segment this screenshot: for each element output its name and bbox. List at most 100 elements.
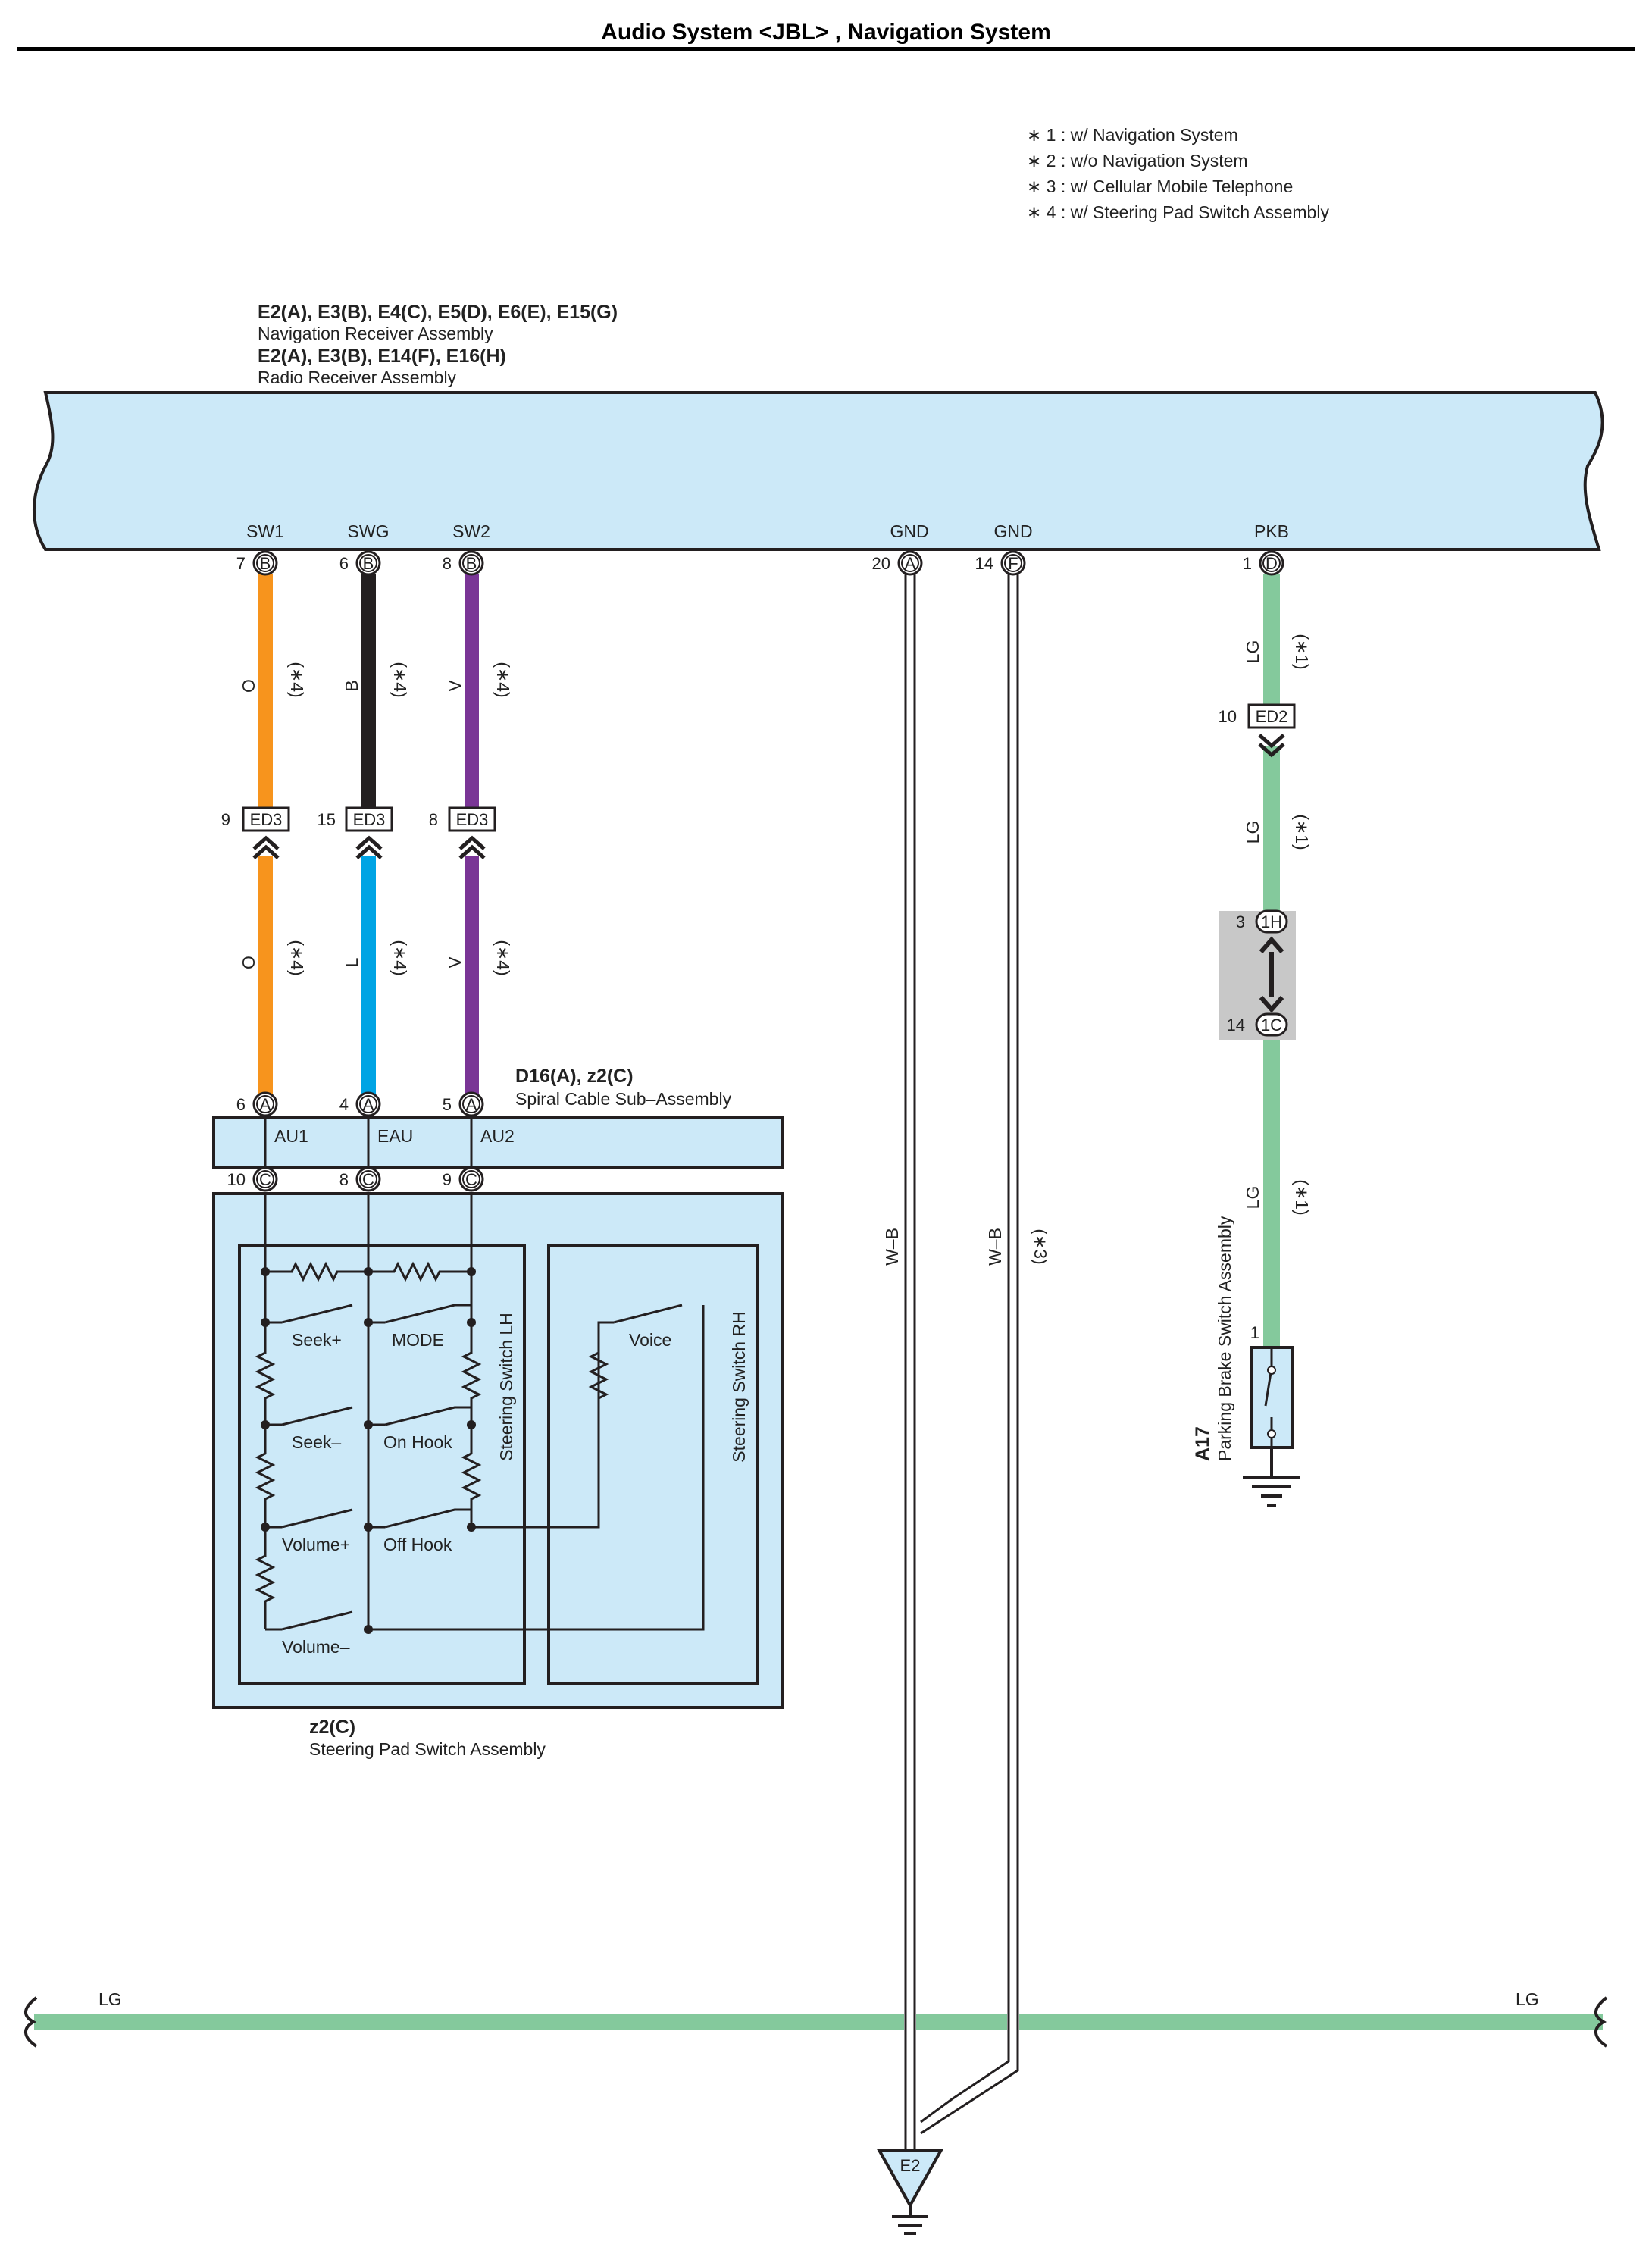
receiver-pin-pkb: D xyxy=(1259,550,1284,576)
spiral-top-pin-1-number: 6 xyxy=(236,1095,246,1114)
bus-break-right xyxy=(1594,1996,1608,2048)
spiral-bottom-pin-3-number: 9 xyxy=(443,1170,452,1189)
lg-bus-line xyxy=(34,2014,1603,2030)
ground-e2-label: E2 xyxy=(900,2156,921,2175)
receiver-pin-gnd-a-letter: A xyxy=(905,554,916,573)
wire-gnd-a xyxy=(904,574,916,2152)
receiver-pin-pkb-number: 1 xyxy=(1243,554,1252,573)
wire-sw2-lower xyxy=(465,856,479,1103)
junction-1c-pin: 14 xyxy=(1227,1016,1245,1034)
spiral-bottom-pin-1-number: 10 xyxy=(227,1170,246,1189)
parking-contact-top xyxy=(1267,1366,1276,1375)
title-rule xyxy=(17,47,1635,51)
switch-seek-plus: Seek+ xyxy=(292,1330,342,1350)
spiral-bottom-pin-3: C xyxy=(458,1166,484,1192)
note-3: ∗ 3 : w/ Cellular Mobile Telephone xyxy=(1027,177,1293,196)
wire-label-gnd-f: W–B xyxy=(985,1228,1005,1266)
spiral-top-pin-3-number: 5 xyxy=(443,1095,452,1114)
ground-e2-icon xyxy=(892,2205,928,2235)
receiver-code-1: E2(A), E3(B), E4(C), E5(D), E6(E), E15(G… xyxy=(258,302,618,323)
bus-label-right: LG xyxy=(1516,1989,1539,2009)
wire-swg-upper xyxy=(361,574,376,822)
switch-off-hook: Off Hook xyxy=(383,1535,452,1554)
parking-brake-pin: 1 xyxy=(1250,1323,1259,1342)
wire-label-sw1-upper: O xyxy=(239,679,258,693)
wire-sw2-upper xyxy=(465,574,479,822)
receiver-pin-swg-number: 6 xyxy=(339,554,349,573)
parking-brake-code: A17 xyxy=(1192,1426,1213,1461)
bus-label-left: LG xyxy=(99,1989,122,2009)
terminal-name-gnd-a: GND xyxy=(890,521,928,541)
terminal-name-pkb: PKB xyxy=(1254,521,1289,541)
wire-label-sw2-upper: V xyxy=(445,680,465,692)
spiral-bottom-pin-2: C xyxy=(355,1166,381,1192)
spiral-signal-au2: AU2 xyxy=(480,1126,515,1146)
receiver-pin-gnd-a-number: 20 xyxy=(872,554,890,573)
spiral-code: D16(A), z2(C) xyxy=(515,1066,634,1087)
spiral-top-pin-2-number: 4 xyxy=(339,1095,349,1114)
steering-switch-lh-box xyxy=(238,1244,526,1685)
wire-label-sw2-lower: V xyxy=(445,956,465,969)
terminal-name-gnd-f: GND xyxy=(993,521,1032,541)
parking-brake-name: Parking Brake Switch Assembly xyxy=(1215,1216,1234,1461)
spiral-bottom-pin-1: C xyxy=(252,1166,278,1192)
spiral-bottom-pin-3-letter: C xyxy=(465,1170,477,1189)
receiver-pin-sw1: B xyxy=(252,550,278,576)
wire-label-pkb-2: LG xyxy=(1243,821,1262,844)
receiver-pin-sw1-letter: B xyxy=(260,554,271,573)
spiral-top-pin-3-letter: A xyxy=(466,1095,477,1114)
spiral-top-pin-3: A xyxy=(458,1091,484,1117)
receiver-pin-gnd-a: A xyxy=(897,550,923,576)
spiral-bottom-pin-2-letter: C xyxy=(362,1170,374,1189)
wire-label-pkb-1: LG xyxy=(1243,640,1262,664)
switch-voice: Voice xyxy=(629,1330,671,1350)
receiver-pin-swg-letter: B xyxy=(363,554,374,573)
wire-sw1-upper xyxy=(258,574,273,822)
terminal-name-sw1: SW1 xyxy=(246,521,284,541)
spiral-top-pin-1-letter: A xyxy=(260,1095,271,1114)
receiver-name-1: Navigation Receiver Assembly xyxy=(258,324,493,343)
receiver-assembly-box xyxy=(32,391,1604,551)
connector-ed2: ED2 xyxy=(1247,703,1296,758)
spiral-bottom-pin-2-number: 8 xyxy=(339,1170,349,1189)
connector-ed2-name: ED2 xyxy=(1256,707,1288,726)
terminal-name-swg: SWG xyxy=(348,521,390,541)
page-title: Audio System <JBL> , Navigation System xyxy=(601,20,1051,45)
gnd-wire-over-bus xyxy=(904,2014,1019,2030)
switch-nodes xyxy=(261,1267,476,1634)
spiral-top-pin-2: A xyxy=(355,1091,381,1117)
junction-1c-name: 1C xyxy=(1261,1016,1282,1034)
wire-label-sw1-lower: O xyxy=(239,956,258,969)
connector-ed3-sw2: ED3 xyxy=(448,806,496,859)
wire-sw1-lower xyxy=(258,856,273,1103)
wire-label-pkb-3: LG xyxy=(1243,1186,1262,1210)
switch-on-hook: On Hook xyxy=(383,1432,452,1452)
receiver-code-2: E2(A), E3(B), E14(F), E16(H) xyxy=(258,346,506,367)
wire-note-pkb-1: (∗1) xyxy=(1292,634,1312,669)
parking-ground-icon xyxy=(1243,1447,1300,1507)
wire-note-pkb-3: (∗1) xyxy=(1292,1179,1312,1215)
wire-note-gnd-f: (∗3) xyxy=(1031,1228,1050,1264)
connector-ed3-swg-name: ED3 xyxy=(353,810,386,829)
wire-swg-lower xyxy=(361,856,376,1103)
switch-network xyxy=(255,1194,705,1631)
receiver-pin-gnd-f-number: 14 xyxy=(975,554,993,573)
junction-arrows xyxy=(1259,936,1284,1013)
steering-switch-rh-box xyxy=(547,1244,759,1685)
connector-ed3-sw2-pin: 8 xyxy=(429,810,438,829)
receiver-pin-sw2-number: 8 xyxy=(443,554,452,573)
steering-switch-rh-label: Steering Switch RH xyxy=(729,1311,749,1462)
spiral-top-pin-2-letter: A xyxy=(363,1095,374,1114)
note-4: ∗ 4 : w/ Steering Pad Switch Assembly xyxy=(1027,202,1329,222)
connector-ed3-sw1-pin: 9 xyxy=(221,810,230,829)
wire-note-swg-upper: (∗4) xyxy=(390,662,410,697)
connector-ed3-sw2-name: ED3 xyxy=(456,810,489,829)
spiral-cable-box xyxy=(212,1116,784,1169)
receiver-pin-swg: B xyxy=(355,550,381,576)
parking-contact-bottom xyxy=(1267,1429,1276,1438)
receiver-pin-gnd-f: F xyxy=(1000,550,1026,576)
spiral-signal-eau: EAU xyxy=(377,1126,413,1146)
spiral-signal-au1: AU1 xyxy=(274,1126,308,1146)
connector-ed3-swg-pin: 15 xyxy=(318,810,336,829)
